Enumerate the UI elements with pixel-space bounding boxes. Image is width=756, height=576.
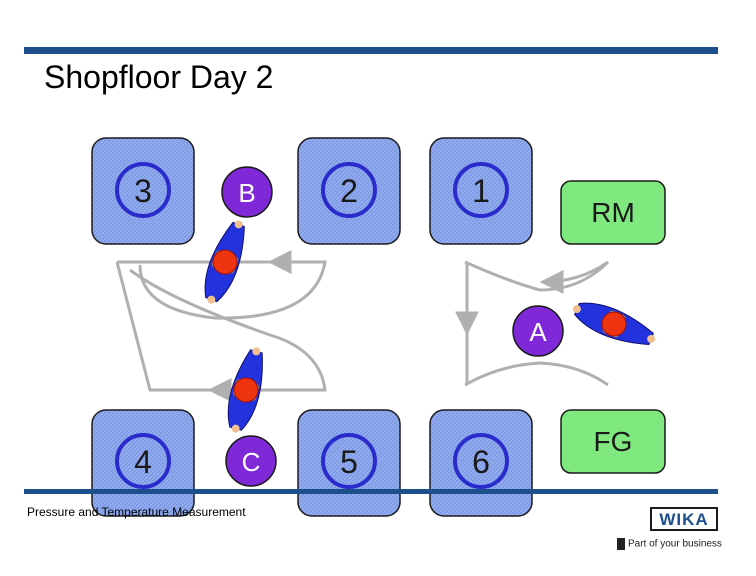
marker-a: A	[512, 305, 564, 357]
zone-label: RM	[591, 197, 635, 228]
logo-text: WIKA	[659, 510, 709, 529]
worker-icon	[227, 347, 263, 433]
station-label: 2	[340, 173, 358, 209]
marker-b: B	[221, 166, 273, 218]
zone-rm: RM	[560, 180, 666, 245]
wika-logo: WIKA	[650, 507, 718, 531]
station-4: 4	[91, 409, 195, 517]
station-label: 4	[134, 444, 152, 480]
worker-icon	[204, 220, 245, 304]
zone-label: FG	[594, 426, 633, 457]
station-label: 6	[472, 444, 490, 480]
marker-label: A	[529, 317, 547, 347]
flow-loop-right-bottom	[464, 361, 609, 387]
footer-rule	[24, 489, 718, 494]
station-3: 3	[91, 137, 195, 245]
marker-label: C	[242, 447, 261, 477]
tagline-square-icon	[617, 538, 625, 550]
flow-loop-right-top	[464, 260, 610, 292]
footer-text: Pressure and Temperature Measurement	[27, 505, 246, 519]
worker-icon	[572, 302, 656, 346]
title-underline	[24, 47, 718, 54]
zone-fg: FG	[560, 409, 666, 474]
station-2: 2	[297, 137, 401, 245]
logo-tagline: Part of your business	[617, 538, 722, 550]
station-1: 1	[429, 137, 533, 245]
flow-paths	[115, 250, 610, 402]
slide-title: Shopfloor Day 2	[44, 59, 274, 95]
station-label: 5	[340, 444, 358, 480]
flow-loop-lower-left	[115, 261, 327, 392]
marker-label: B	[238, 178, 255, 208]
flow-arrow-right-top	[539, 260, 609, 294]
tagline-text: Part of your business	[628, 538, 722, 550]
station-label: 3	[134, 173, 152, 209]
station-6: 6	[429, 409, 533, 517]
marker-c: C	[225, 435, 277, 487]
station-label: 1	[472, 173, 490, 209]
station-5: 5	[297, 409, 401, 517]
